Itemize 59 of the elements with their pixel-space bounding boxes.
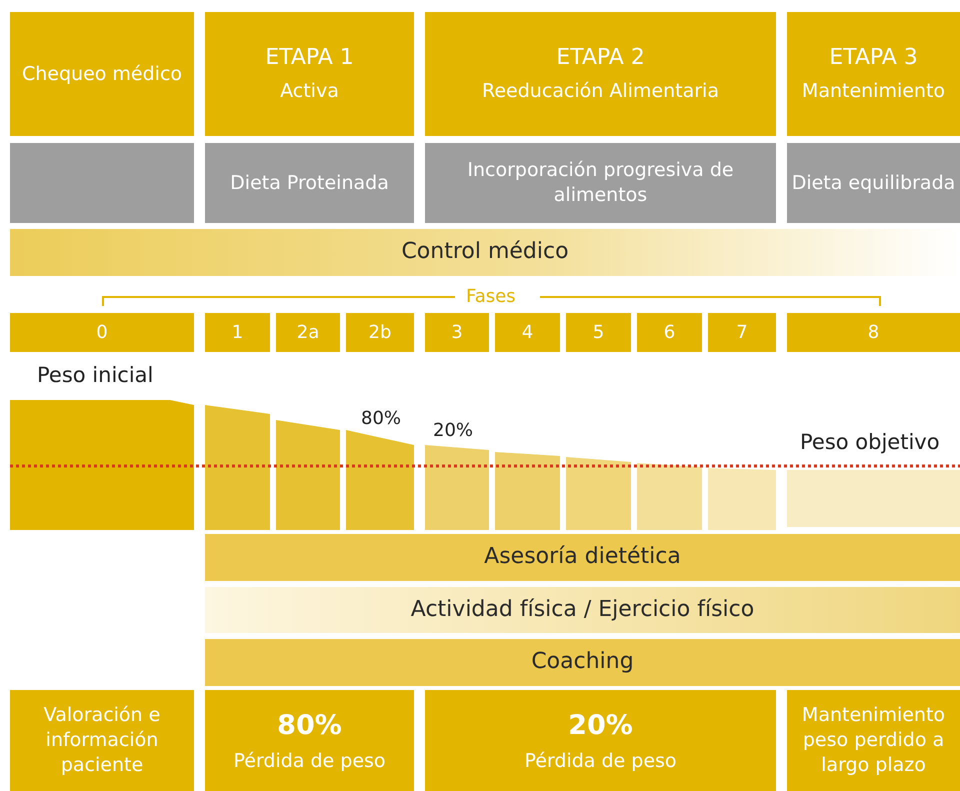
box-heading: 20% [568, 708, 633, 743]
stage-box [425, 12, 776, 136]
diet-box [787, 143, 960, 223]
box-text: Actividad física / Ejercicio físico [410, 596, 754, 624]
stage-box [425, 690, 776, 791]
box-text: 0 [96, 320, 108, 344]
box-text: Chequeo médico [22, 62, 182, 86]
box-text: 7 [736, 320, 748, 344]
box-text: 6 [664, 320, 676, 344]
stage-box [787, 12, 960, 136]
box-text: Pérdida de peso [524, 748, 677, 774]
stage-box [346, 313, 414, 352]
percent-label: 80% [361, 408, 402, 429]
box-text: 8 [868, 320, 880, 344]
box-text: 3 [451, 320, 463, 344]
box-text: Valoración e información paciente [42, 703, 162, 778]
box-text: Coaching [531, 648, 634, 676]
stage-box [787, 313, 960, 352]
box-heading: 80% [277, 708, 342, 743]
stage-box [495, 313, 560, 352]
box-text: Incorporación progresiva de alimentos [466, 158, 735, 208]
stage-box [566, 313, 631, 352]
box-text: 1 [232, 320, 244, 344]
stage-box [10, 690, 194, 791]
box-text: Activa [280, 78, 339, 104]
box-text: Dieta Proteinada [230, 170, 389, 196]
box-text: 4 [522, 320, 534, 344]
diet-box [425, 143, 776, 223]
diet-box [205, 143, 414, 223]
stage-box [425, 313, 489, 352]
program-band [205, 587, 960, 633]
stage-box [787, 690, 960, 791]
box-text: Mantenimiento peso perdido a largo plazo [800, 703, 946, 778]
box-text: 2a [296, 320, 320, 344]
box-text: 5 [592, 320, 604, 344]
diet-box [10, 143, 194, 223]
box-text: Control médico [401, 238, 569, 266]
weight-label: Peso objetivo [800, 430, 940, 454]
stage-box [276, 313, 340, 352]
program-band [205, 639, 960, 686]
percent-label: 20% [433, 420, 474, 441]
box-heading: ETAPA 2 [556, 44, 645, 72]
stage-box [205, 690, 414, 791]
box-text: Asesoría dietética [484, 543, 681, 572]
stage-box [205, 313, 270, 352]
stage-box [708, 313, 776, 352]
weight-label: Peso inicial [37, 363, 154, 387]
stage-box [205, 12, 414, 136]
box-text: Dieta equilibrada [792, 170, 956, 196]
stage-box [10, 12, 194, 136]
box-text: Pérdida de peso [233, 748, 386, 774]
box-heading: ETAPA 3 [829, 44, 918, 72]
box-text: 2b [368, 320, 392, 344]
box-text: Mantenimiento [802, 78, 946, 104]
box-text: Reeducación Alimentaria [482, 78, 719, 104]
stage-box [637, 313, 702, 352]
program-band [205, 534, 960, 581]
box-heading: ETAPA 1 [265, 44, 354, 72]
stage-box [10, 313, 194, 352]
